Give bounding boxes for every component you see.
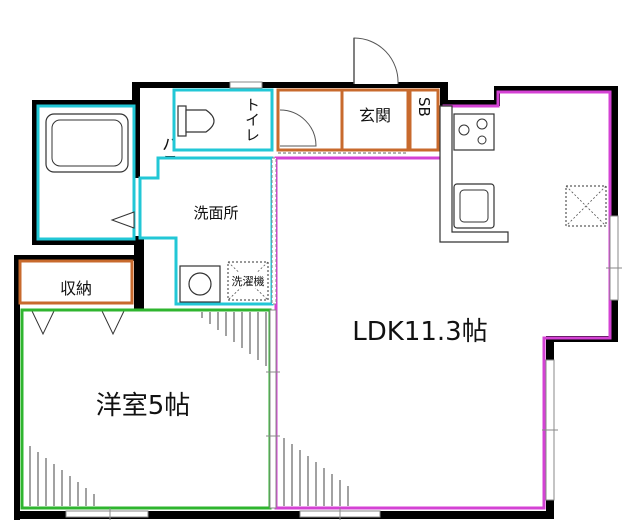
- wall-left-mid: [14, 255, 20, 520]
- kitchen-counter: [439, 105, 509, 243]
- shoe-box-label: SB: [415, 97, 433, 117]
- hallway-outline: [276, 88, 344, 152]
- toilet-bowl: [185, 109, 215, 133]
- washroom-label: 洗面所: [193, 204, 238, 222]
- ldk-hatch-bottom: [283, 438, 349, 506]
- western-room-label: 洋室5帖: [96, 391, 191, 421]
- bath-door-triangle: [110, 211, 135, 229]
- wm-diag-2: [227, 261, 269, 301]
- bathroom: バスルーム: [36, 104, 178, 241]
- entrance: 玄関: [340, 37, 410, 152]
- wm-label-bg: [229, 272, 267, 288]
- shoe-box-outline: [408, 88, 440, 152]
- kitchen-sink-bowl: [459, 189, 489, 223]
- fridge-diag-2: [565, 185, 607, 227]
- ldk-window-right: [609, 215, 619, 301]
- wall-top-step: [444, 100, 500, 106]
- ldk: LDK11.3帖: [274, 90, 622, 520]
- partitions: [266, 152, 406, 509]
- toilet-label: トイレ: [243, 97, 261, 142]
- burner-3: [477, 135, 487, 145]
- shoe-box: SB: [408, 88, 440, 152]
- wall-bath-bottom: [32, 239, 142, 245]
- burner-1: [458, 124, 470, 136]
- toilet-tank: [177, 105, 187, 137]
- storage-label: 収納: [60, 279, 92, 298]
- entrance-label: 玄関: [359, 106, 391, 125]
- partition-west-ldk: [269, 309, 277, 509]
- partition-wash-ldk: [271, 157, 277, 305]
- wall-bath-left: [32, 100, 38, 245]
- hall-door-swing: [279, 109, 317, 147]
- wall-right: [610, 88, 618, 342]
- storage-door-right: [101, 310, 125, 336]
- storage-door-left: [31, 310, 55, 336]
- toilet-window: [229, 81, 263, 89]
- hallway: [276, 88, 344, 152]
- ldk-label: LDK11.3帖: [352, 317, 487, 347]
- western-hatch-bottom: [29, 446, 95, 506]
- washroom: 洗面所 洗濯機: [138, 156, 274, 306]
- western-hatch-top: [201, 312, 267, 366]
- wall-left-mid-top: [14, 255, 144, 261]
- wall-top: [132, 82, 444, 88]
- burner-2: [476, 118, 488, 130]
- wm-diag-1: [227, 261, 269, 301]
- toilet: トイレ: [172, 81, 274, 152]
- storage-outline: [18, 259, 134, 305]
- bathtub-inner: [51, 119, 123, 167]
- wall-top-right: [440, 82, 448, 106]
- western-room: 洋室5帖: [20, 308, 272, 520]
- entrance-door-swing: [353, 37, 399, 85]
- wall-top-far: [496, 86, 618, 92]
- wall-bath-top: [32, 100, 136, 106]
- washing-machine-label: 洗濯機: [232, 274, 265, 288]
- western-window: [65, 510, 149, 518]
- entrance-outline: [340, 88, 410, 152]
- wall-bottom: [14, 511, 554, 519]
- storage: 収納: [18, 259, 134, 336]
- wash-basin-bowl: [188, 272, 212, 296]
- wall-top-mid: [132, 82, 140, 178]
- wall-stor-right: [134, 236, 144, 311]
